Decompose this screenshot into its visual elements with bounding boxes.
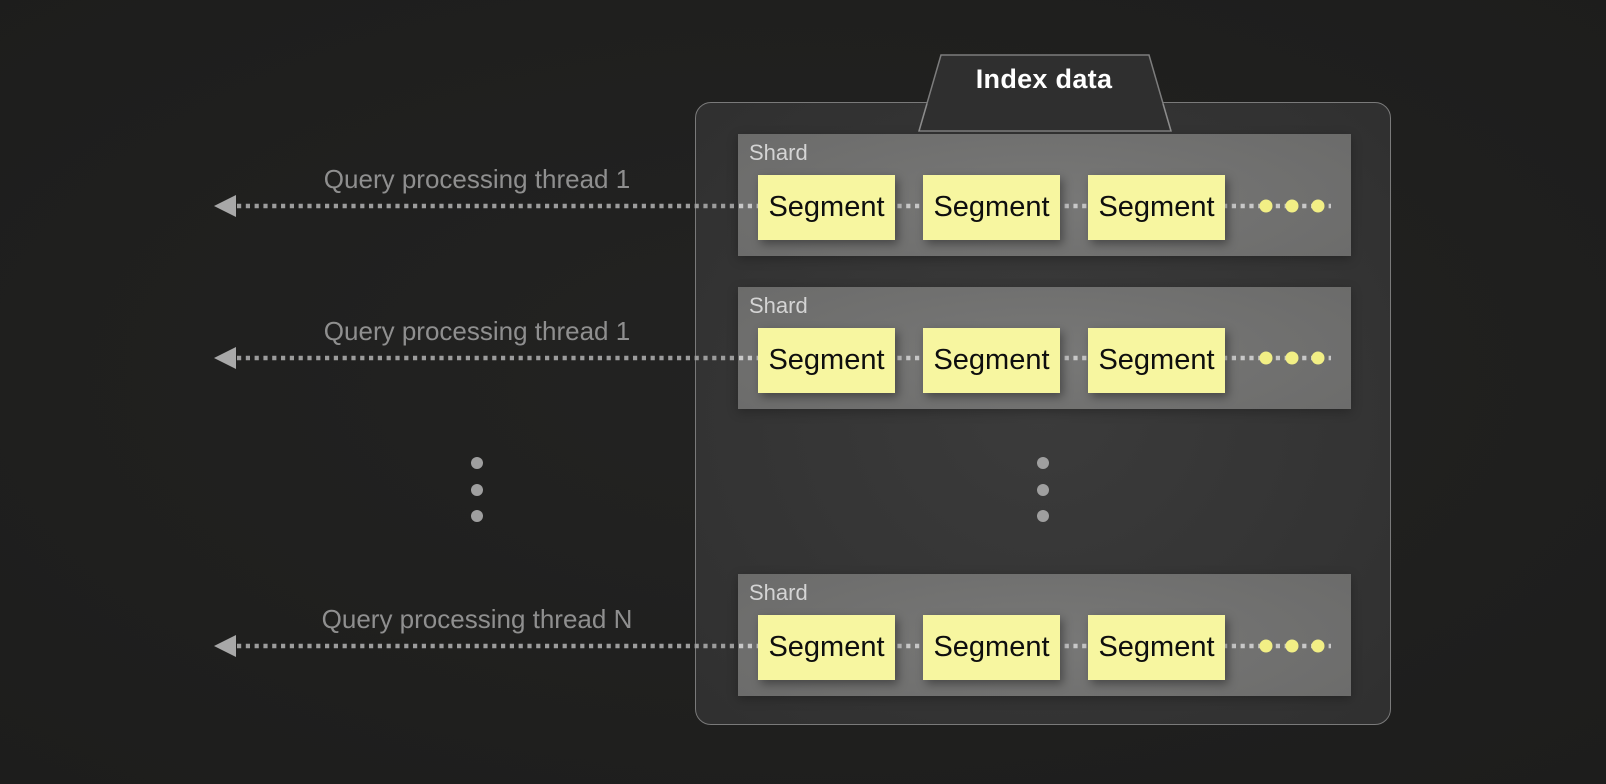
shard-label: Shard	[749, 293, 808, 318]
thread-label-1: Query processing thread 1	[323, 164, 631, 194]
segment-box: Segment	[758, 328, 895, 393]
thread-label-2: Query processing thread 1	[323, 316, 631, 346]
segment-box: Segment	[923, 175, 1060, 240]
segment-box: Segment	[1088, 175, 1225, 240]
shard-label: Shard	[749, 140, 808, 165]
index-data-tab-shape	[918, 54, 1172, 132]
shard-box-2: Shard Segment Segment Segment	[738, 287, 1351, 409]
segment-box: Segment	[923, 328, 1060, 393]
segment-box: Segment	[923, 615, 1060, 680]
segment-box: Segment	[758, 615, 895, 680]
segment-box: Segment	[758, 175, 895, 240]
segment-box: Segment	[1088, 328, 1225, 393]
index-data-tab-title: Index data	[975, 64, 1113, 94]
shard-label: Shard	[749, 580, 808, 605]
thread-label-3: Query processing thread N	[321, 604, 633, 634]
segment-box: Segment	[1088, 615, 1225, 680]
